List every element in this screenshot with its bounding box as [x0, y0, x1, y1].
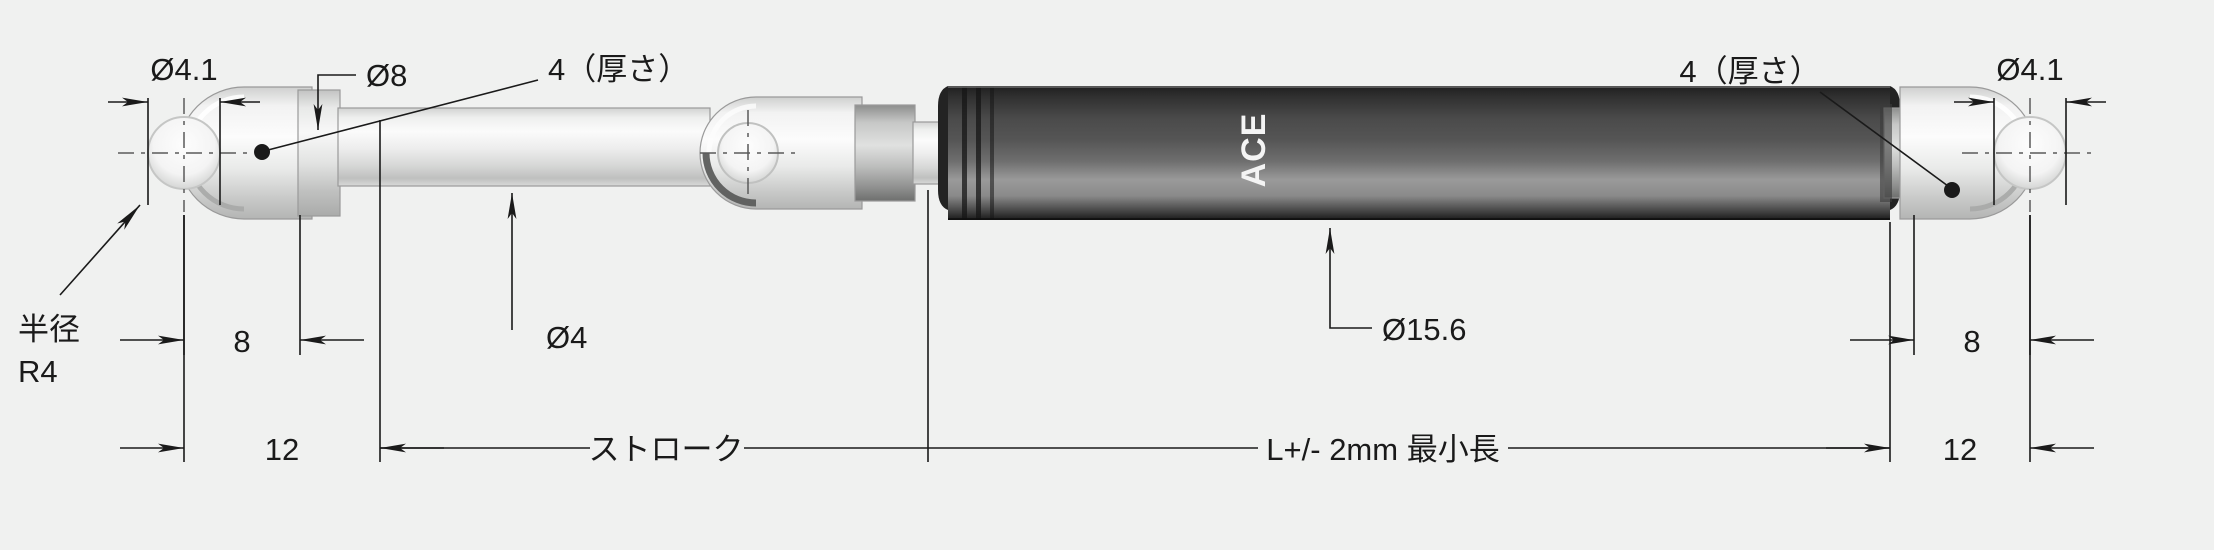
dim-right-bore: Ø4.1: [1954, 52, 2106, 205]
cylinder-tube: ACE: [938, 86, 1900, 220]
dim-8-left-label: 8: [233, 324, 250, 359]
tube-groove-2: [976, 86, 981, 220]
right-cap-shoulder: [1880, 104, 1892, 202]
middle-eyelet-shadow: [702, 152, 757, 207]
piston-rod: [337, 107, 711, 187]
thickness-right-leader-line: [1819, 91, 1949, 187]
radius-leader: [59, 204, 141, 296]
middle-eyelet-highlight: [706, 103, 757, 154]
dim-left-bore: Ø4.1: [108, 52, 260, 205]
note-radius: 半径 R4: [18, 204, 141, 389]
dim-tube-leader: [1325, 228, 1372, 329]
dim-collar-label: Ø8: [366, 58, 407, 93]
assembly-geometry: ACE: [118, 86, 2096, 220]
left-collar: [297, 89, 341, 217]
rod-end-collar: [854, 104, 916, 202]
dim-stroke-label: ストローク: [589, 432, 744, 467]
tube-cap-left: [938, 86, 948, 210]
dim-left-bore-label: Ø4.1: [150, 52, 217, 87]
bottom-dimension-chain: 12 ストローク L+/- 2mm 最小長 12: [120, 120, 2094, 467]
thickness-left-leader-line: [267, 79, 539, 151]
note-thickness-left-label: 4（厚さ）: [548, 52, 689, 87]
tube-groove-3: [990, 86, 994, 220]
note-thickness-right: 4（厚さ）: [1679, 54, 1960, 198]
dim-collar-leader: [313, 74, 356, 130]
dim-12-left-label: 12: [265, 432, 299, 467]
dim-length-label: L+/- 2mm 最小長: [1266, 432, 1499, 467]
dim-tube-dia: Ø15.6: [1325, 228, 1466, 347]
annotations: Ø4.1 Ø8 4（厚さ） 半径 R4: [18, 52, 2106, 467]
dim-collar-dia: Ø8: [313, 58, 407, 130]
tube-groove-1: [962, 86, 967, 220]
note-thickness-right-label: 4（厚さ）: [1679, 54, 1820, 89]
note-thickness-left: 4（厚さ）: [254, 52, 689, 160]
dim-left-eyelet-8: 8: [120, 215, 364, 359]
dim-rod-label: Ø4: [546, 320, 587, 355]
dim-right-eyelet-8: 8: [1850, 215, 2094, 359]
dim-12-right-label: 12: [1943, 432, 1977, 467]
ace-brand-logo: ACE: [1235, 113, 1273, 188]
dim-tube-label: Ø15.6: [1382, 312, 1466, 347]
dim-8-right-label: 8: [1963, 324, 1980, 359]
dim-right-bore-label: Ø4.1: [1996, 52, 2063, 87]
dim-rod-dia: Ø4: [507, 193, 587, 355]
tube-full: [948, 86, 1890, 220]
note-radius-label-2: R4: [18, 354, 58, 389]
note-radius-label-1: 半径: [18, 312, 80, 347]
thickness-left-leader-dot: [254, 144, 270, 160]
